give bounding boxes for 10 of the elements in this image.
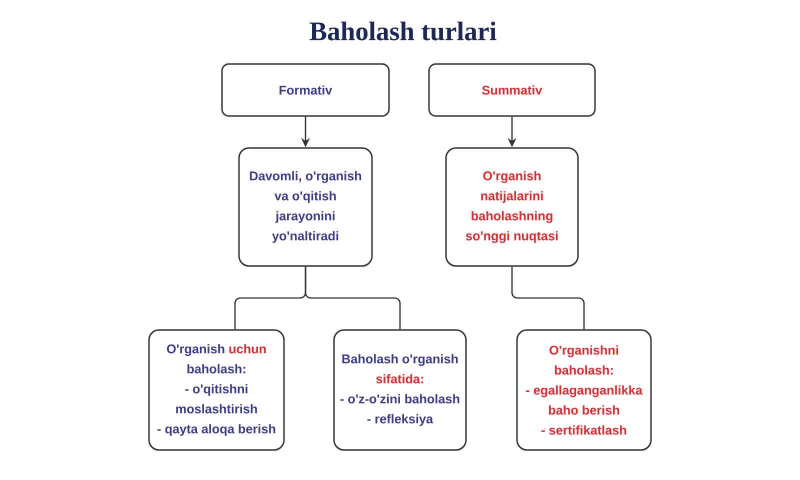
- process-box: Summativ: [428, 63, 596, 117]
- process-box: O'rganishni baholash: - egallaganganlikka baho berish - sertifikatlash: [516, 329, 652, 451]
- connector: [511, 266, 585, 330]
- process-box: Formativ: [221, 63, 390, 117]
- process-box: Baholash o'rganish sifatida: - o'z-o'zini baholash - refleksiya: [333, 329, 467, 451]
- process-box: O'rganish natijalarini baholashning so'nggi nuqtasi: [445, 147, 579, 267]
- process-box: O'rganish uchun baholash: - o'qitishni moslashtirish - qayta aloqa berish: [148, 329, 285, 451]
- process-box: Davomli, o'rganish va o'qitish jarayonini yo'naltiradi: [238, 147, 373, 267]
- connector: [304, 266, 401, 330]
- title: Baholash turlari: [310, 22, 496, 40]
